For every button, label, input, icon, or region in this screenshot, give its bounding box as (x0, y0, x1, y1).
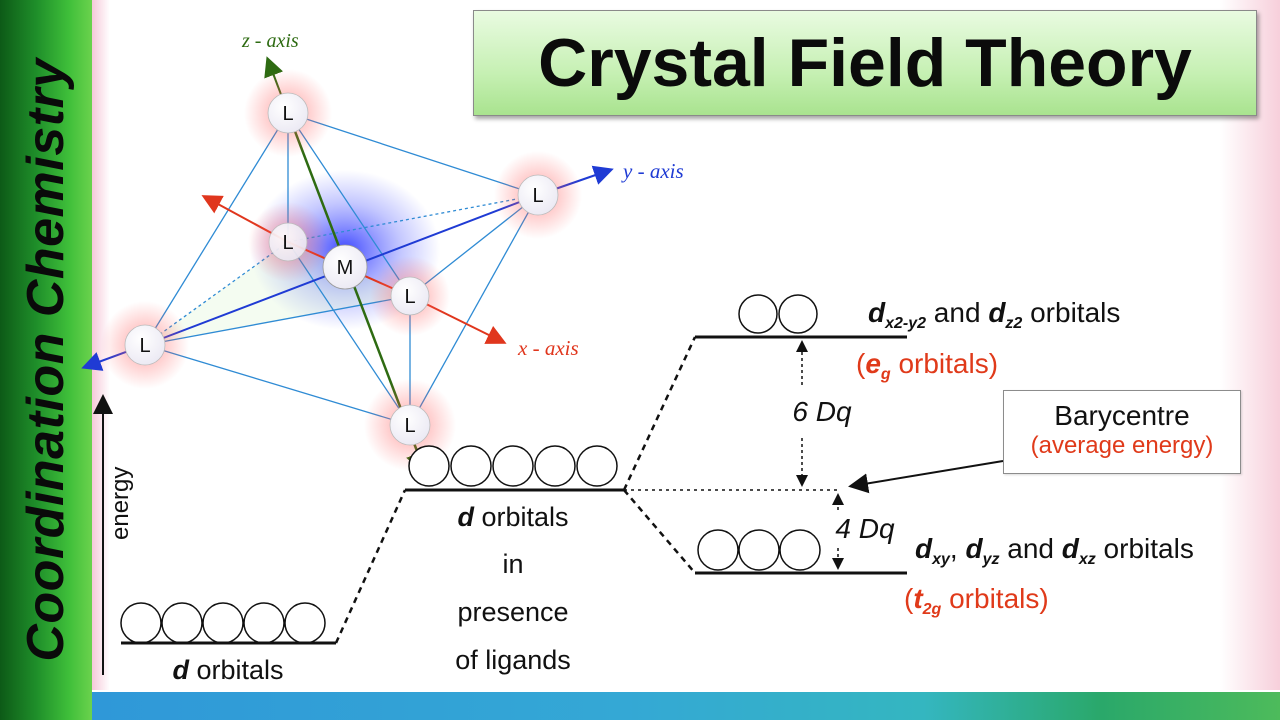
energy-label: energy (107, 467, 134, 540)
eg-group-label: (eg orbitals) (856, 348, 998, 383)
bottom-strip (92, 692, 1280, 720)
gap-6dq-label: 6 Dq (792, 396, 852, 427)
barycentre-arrow (848, 460, 1004, 494)
x-axis-label: x - axis (517, 336, 579, 360)
spherical-label-2: in (502, 549, 523, 579)
spherical-label-1: d orbitals (457, 502, 568, 532)
gap-4dq-label: 4 Dq (835, 513, 895, 544)
ligand-left: L (124, 324, 166, 366)
eg-orbitals-label: dx2-y2 and dz2 orbitals (868, 297, 1120, 332)
z-axis-label: z - axis (241, 30, 299, 52)
spherical-level: d orbitals in presence of ligands (405, 445, 624, 675)
spherical-label-4: of ligands (455, 645, 571, 675)
t2g-level: dxy, dyz and dxz orbitals (t2g orbitals) (695, 529, 1194, 618)
barycentre-box: Barycentre (average energy) (1003, 390, 1241, 474)
free-ion-level: d orbitals (120, 602, 336, 685)
ligand-bottom: L (389, 404, 431, 446)
octahedron: L L L L L L M z - axis y - axis x (81, 30, 684, 477)
ligand-label: L (139, 335, 150, 357)
connector-lines (334, 336, 697, 644)
barycentre-subtitle: (average energy) (1030, 432, 1214, 459)
metal-label: M (337, 257, 354, 279)
ligand-label: L (532, 185, 543, 207)
ligand-label: L (282, 232, 293, 254)
page-title: Crystal Field Theory (538, 25, 1192, 101)
barycentre-title: Barycentre (1054, 400, 1190, 431)
ligand-front: L (390, 276, 430, 316)
ligand-label: L (404, 415, 415, 437)
spherical-label-3: presence (457, 597, 568, 627)
ligand-right: L (517, 174, 559, 216)
eg-level: dx2-y2 and dz2 orbitals (eg orbitals) (695, 294, 1120, 383)
free-ion-label: d orbitals (172, 655, 283, 685)
ligand-label: L (404, 286, 415, 308)
y-axis-label: y - axis (621, 159, 684, 183)
ligand-back: L (268, 222, 308, 262)
side-band (0, 0, 92, 720)
t2g-group-label: (t2g orbitals) (904, 583, 1049, 618)
ligand-label: L (282, 103, 293, 125)
gap-6dq: 6 Dq (792, 340, 852, 487)
title-box: Crystal Field Theory (473, 10, 1257, 116)
t2g-orbitals-label: dxy, dyz and dxz orbitals (915, 533, 1194, 568)
ligand-top: L (267, 92, 309, 134)
gap-4dq: 4 Dq (832, 493, 895, 570)
metal-center: M (322, 244, 368, 290)
